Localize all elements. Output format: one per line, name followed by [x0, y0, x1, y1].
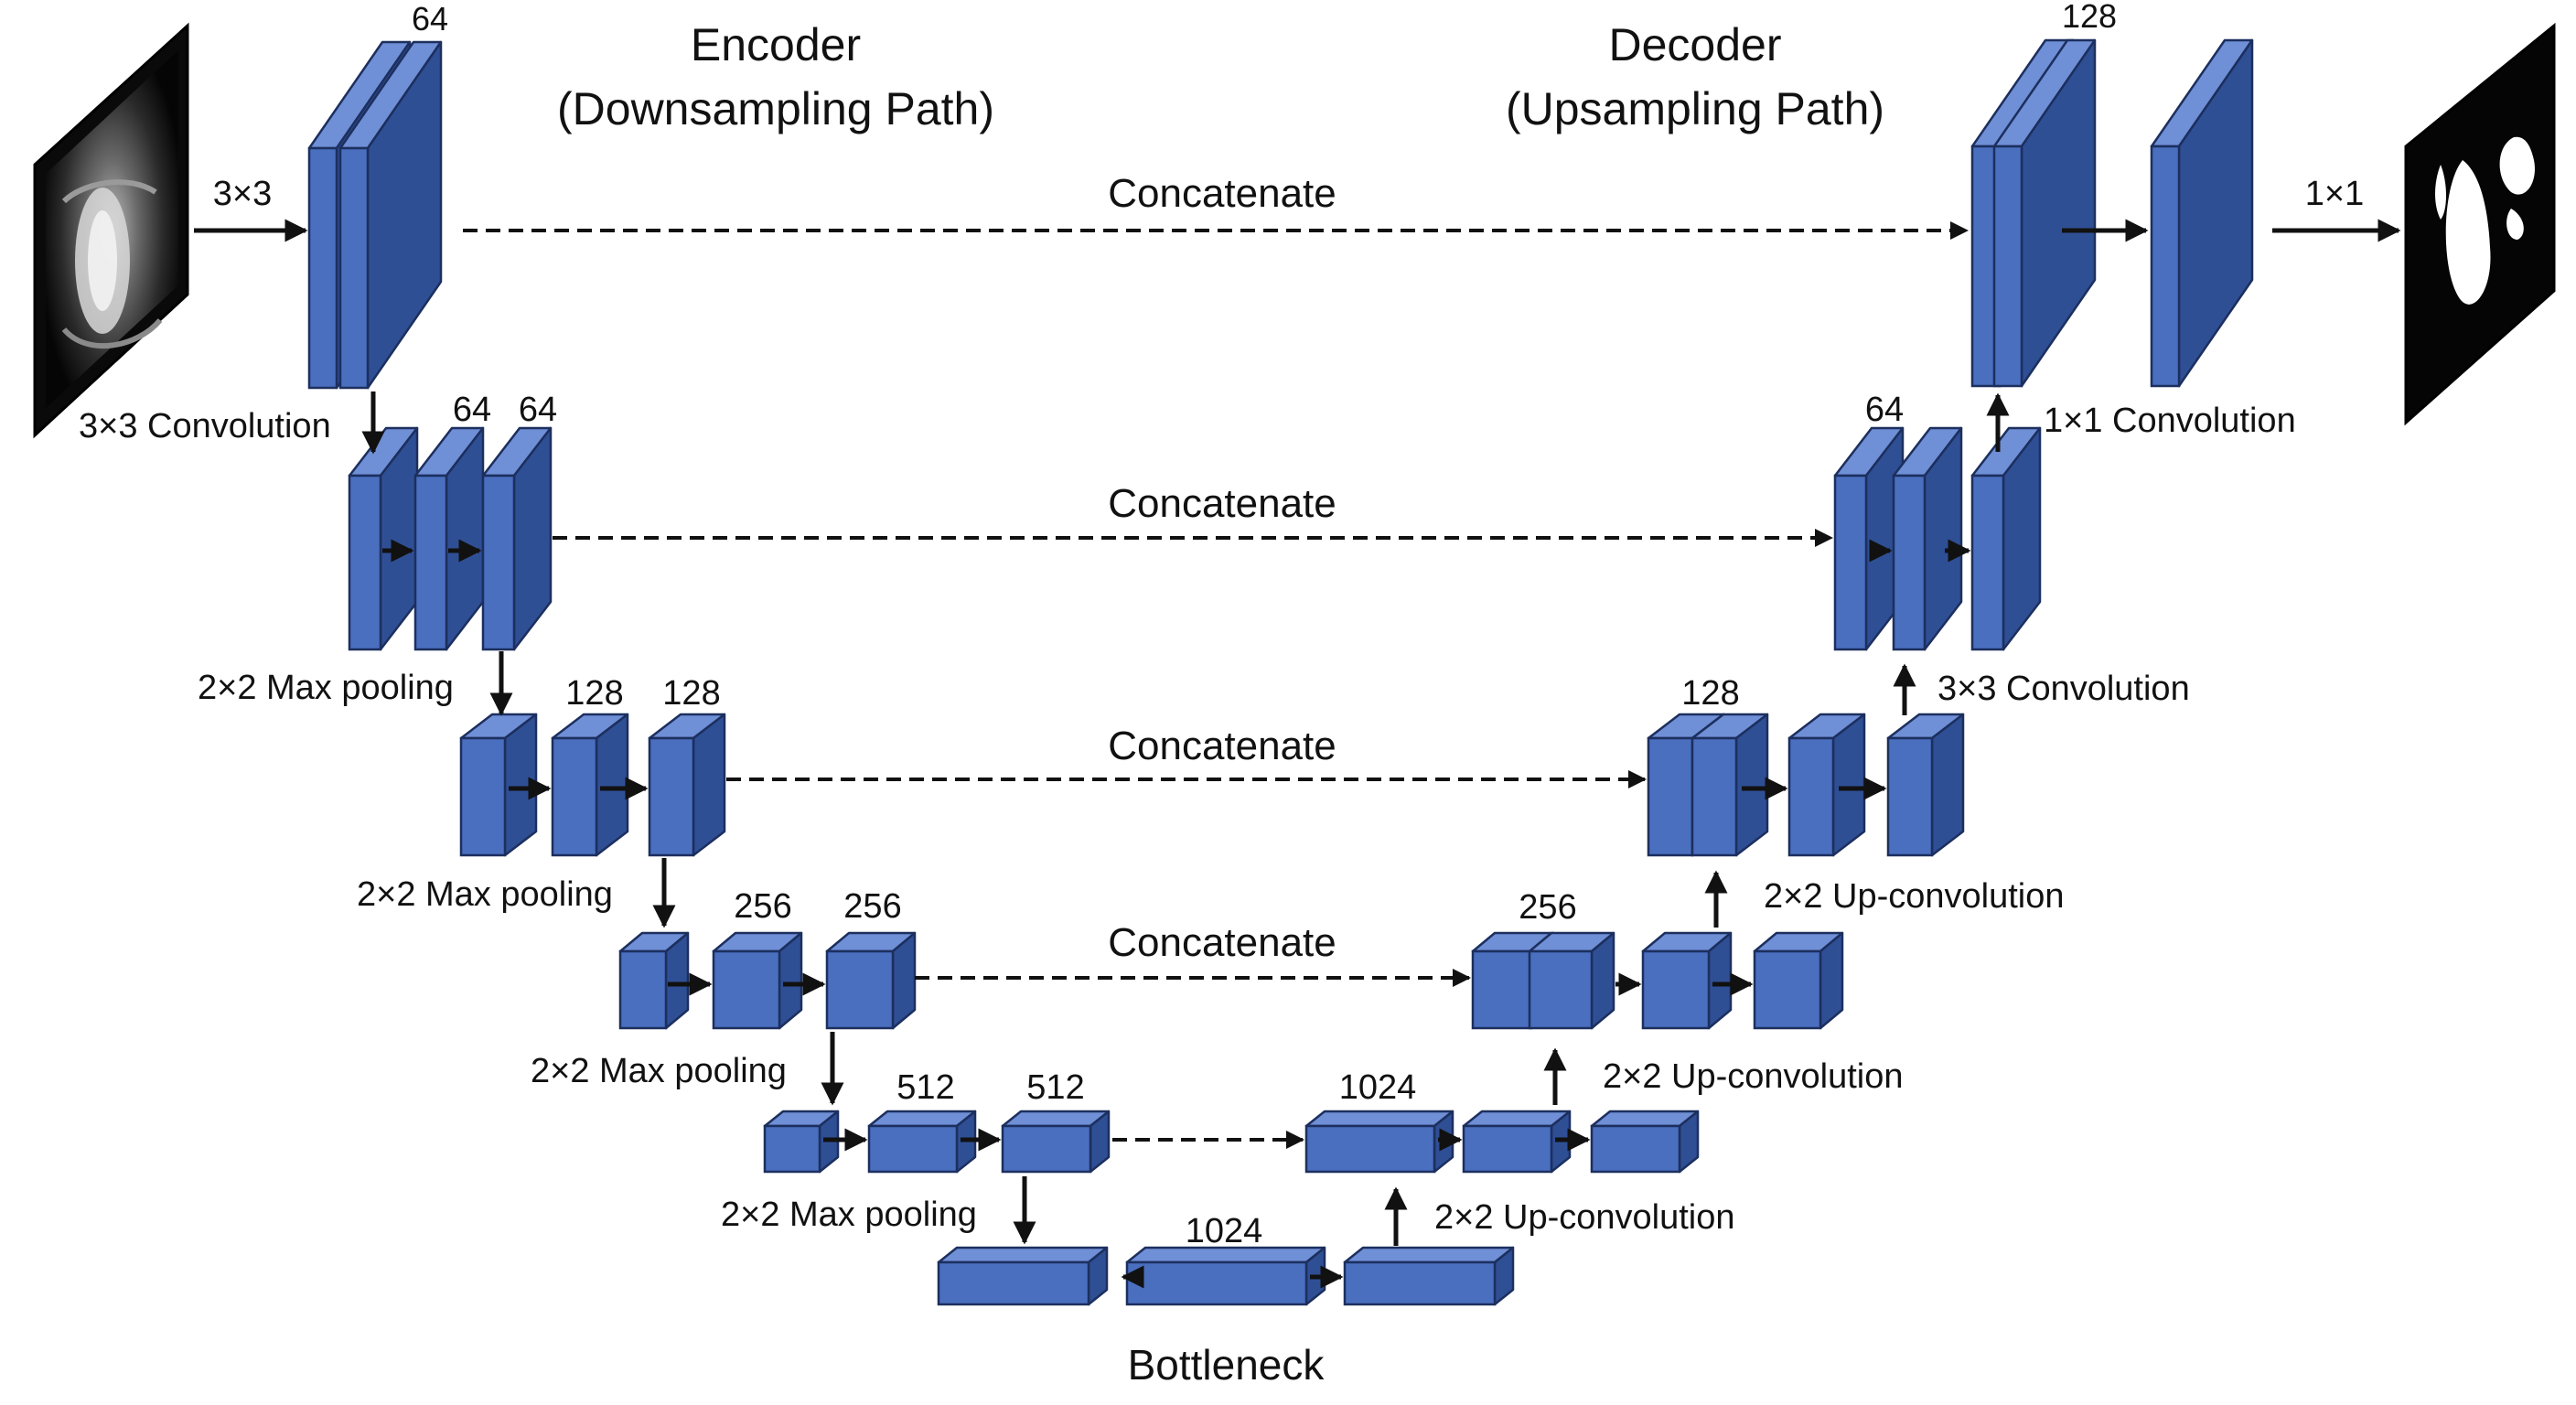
- skip-label-4: Concatenate: [1108, 920, 1336, 965]
- output-segmentation-mask: [2404, 22, 2556, 426]
- channels-enc5-b: 512: [1026, 1068, 1084, 1107]
- encoder-title: Encoder: [691, 19, 861, 70]
- dec3-map-c: [1787, 713, 1866, 857]
- skip-label-3: Concatenate: [1108, 724, 1336, 768]
- conv-3x3-encoder-label: 3×3 Convolution: [79, 407, 331, 445]
- dec2-map-c: [1970, 426, 2042, 651]
- channels-enc3-b: 128: [662, 674, 720, 713]
- enc2-map-a: [348, 426, 419, 651]
- enc1-map-b: [338, 40, 443, 390]
- maxpool-label-1: 2×2 Max pooling: [198, 669, 454, 707]
- enc2-map-b: [413, 426, 485, 651]
- output-conv-label: 1×1: [2305, 175, 2364, 213]
- conv-1x1-decoder-label: 1×1 Convolution: [2044, 402, 2296, 440]
- bottleneck-map-b: [1125, 1246, 1326, 1306]
- enc4-map-a: [618, 931, 690, 1030]
- channels-enc3-a: 128: [565, 674, 623, 713]
- maxpool-label-2: 2×2 Max pooling: [357, 875, 613, 914]
- input-mri-image: [33, 22, 189, 439]
- dec3-map-b: [1690, 713, 1769, 857]
- bottleneck-map-c: [1343, 1246, 1515, 1306]
- input-conv-label: 3×3: [213, 175, 272, 213]
- upconv-label-3: 2×2 Up-convolution: [1764, 877, 2065, 916]
- upconv-label-2: 2×2 Up-convolution: [1603, 1057, 1904, 1096]
- channels-dec1: 128: [2062, 0, 2117, 35]
- dec4-map-d: [1753, 931, 1844, 1030]
- enc4-map-c: [825, 931, 917, 1030]
- dec1-map-b: [1992, 38, 2097, 388]
- enc5-map-b: [867, 1110, 977, 1174]
- maxpool-label-4: 2×2 Max pooling: [721, 1196, 977, 1234]
- enc5-map-c: [1001, 1110, 1111, 1174]
- dec3-map-d: [1886, 713, 1965, 857]
- channels-enc4-b: 256: [843, 887, 901, 926]
- channels-enc1: 64: [412, 0, 448, 38]
- upconv-label-1: 2×2 Up-convolution: [1434, 1198, 1735, 1237]
- channels-enc2-b: 64: [519, 391, 557, 429]
- channels-dec5: 1024: [1339, 1068, 1417, 1107]
- skip-label-2: Concatenate: [1108, 481, 1336, 526]
- channels-enc2-a: 64: [453, 391, 491, 429]
- channels-bottleneck: 1024: [1186, 1212, 1263, 1250]
- enc2-map-c: [481, 426, 553, 651]
- bottleneck-map-a: [937, 1246, 1109, 1306]
- dec5-map-c: [1590, 1110, 1700, 1174]
- channels-enc5-a: 512: [896, 1068, 954, 1107]
- dec5-map-a: [1304, 1110, 1454, 1174]
- decoder-subtitle: (Upsampling Path): [1506, 83, 1884, 134]
- enc4-map-b: [712, 931, 803, 1030]
- maxpool-label-3: 2×2 Max pooling: [531, 1052, 787, 1090]
- decoder-title: Decoder: [1609, 19, 1782, 70]
- enc3-map-a: [459, 713, 538, 857]
- dec5-map-b: [1462, 1110, 1572, 1174]
- conv-3x3-decoder-label: 3×3 Convolution: [1937, 670, 2190, 708]
- dec4-map-c: [1641, 931, 1733, 1030]
- feature-map-blocks: [307, 38, 2254, 1306]
- enc3-map-b: [551, 713, 629, 857]
- dec2-map-b: [1892, 426, 1963, 651]
- connector-arrows: [194, 219, 2401, 1289]
- dec1-map-c: [2150, 38, 2254, 388]
- encoder-subtitle: (Downsampling Path): [557, 83, 994, 134]
- enc3-map-c: [648, 713, 726, 857]
- enc5-map-a: [763, 1110, 840, 1174]
- channels-dec3: 128: [1681, 674, 1739, 713]
- skip-label-1: Concatenate: [1108, 171, 1336, 216]
- dec4-map-b: [1528, 931, 1615, 1030]
- channels-enc4-a: 256: [734, 887, 791, 926]
- bottleneck-label: Bottleneck: [1128, 1341, 1326, 1389]
- channels-dec2: 64: [1865, 391, 1904, 429]
- channels-dec4: 256: [1519, 888, 1576, 927]
